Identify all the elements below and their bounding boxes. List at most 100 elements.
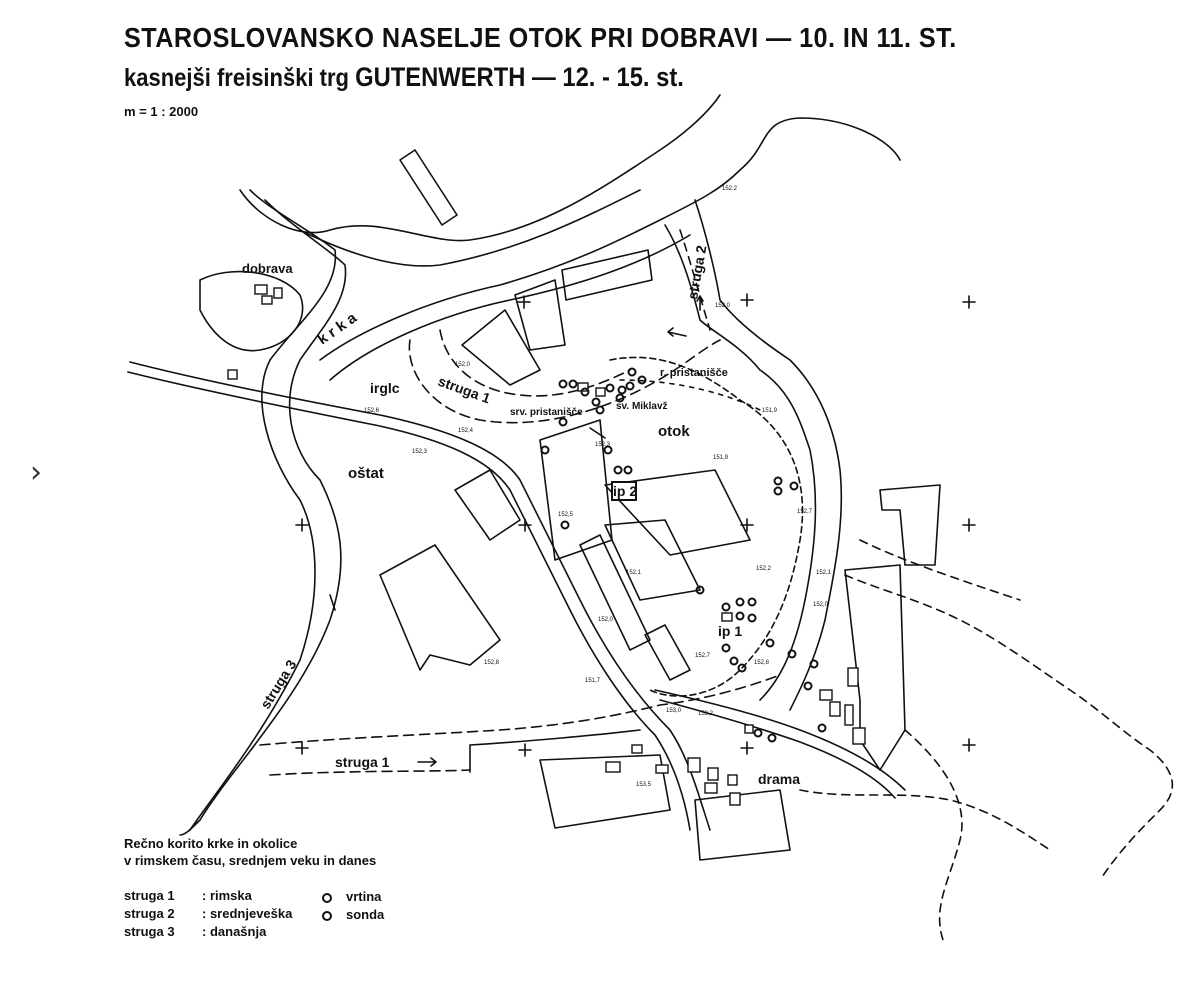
elevation-label: 153,0 (666, 708, 682, 714)
elevation-label: 152,2 (722, 186, 738, 192)
road-east-2 (659, 699, 896, 799)
field-center-2 (604, 519, 701, 601)
sonda-marker (568, 379, 578, 389)
sonda-marker (558, 417, 568, 427)
krka-river-bank-outer (239, 94, 721, 242)
label-otok: otok (658, 423, 690, 440)
struga1-road (469, 729, 641, 746)
sonda-marker (615, 393, 625, 403)
flow-arrow (417, 757, 437, 767)
nav-next-arrow[interactable]: › (30, 455, 42, 490)
elevation-label: 152,3 (412, 449, 428, 455)
road-main (129, 361, 711, 831)
sonda-marker (765, 638, 775, 648)
vrtina-marker (747, 613, 757, 623)
legend-key: struga 2 (124, 906, 175, 921)
building (844, 704, 854, 726)
survey-cross (740, 293, 754, 307)
elevation-label: 151,9 (762, 408, 778, 414)
field-large (379, 544, 501, 671)
legend-symbol-label: vrtina (346, 889, 382, 904)
building (729, 792, 741, 806)
sonda-marker (753, 728, 763, 738)
double-circle-icon (322, 892, 332, 903)
vrtina-marker (787, 649, 797, 659)
building (727, 774, 738, 786)
label-r-pristanisce: r. pristanišče (660, 367, 728, 379)
survey-cross (740, 741, 754, 755)
sonda-marker (625, 381, 635, 391)
label-irglc: irglc (370, 380, 400, 396)
elevation-label: 152,1 (816, 570, 832, 576)
label-drama: drama (758, 771, 800, 787)
krka-river-bank-inner-2 (189, 189, 337, 831)
building (273, 287, 283, 299)
survey-cross (962, 518, 976, 532)
field-east-strip (879, 484, 941, 566)
building (707, 767, 719, 781)
sonda-marker (580, 387, 590, 397)
sonda-marker (617, 385, 627, 395)
flow-arrow (329, 594, 336, 611)
building (744, 724, 754, 734)
legend-symbol-vrtina: vrtina (322, 889, 381, 904)
elevation-label: 152,8 (484, 660, 500, 666)
elevation-label: 152,7 (797, 509, 813, 515)
legend-items: struga 1: rimska struga 2: srednjeveška … (124, 887, 330, 941)
survey-cross (962, 738, 976, 752)
map-subtitle: kasnejši freisinški trg GUTENWERTH — 12.… (124, 62, 684, 93)
label-ip2: ip 2 (613, 483, 637, 499)
label-sv-miklavz: sv. Miklavž (616, 401, 668, 412)
building (254, 284, 268, 295)
vrtina-marker (735, 611, 745, 621)
sonda-marker (603, 445, 613, 455)
struga1-lower-bank-north (259, 674, 781, 746)
field-center (604, 469, 751, 556)
sonda-marker (803, 681, 813, 691)
map-title: STAROSLOVANSKO NASELJE OTOK PRI DOBRAVI … (124, 22, 957, 53)
legend-value: današnja (209, 924, 267, 939)
sonda-marker (627, 367, 637, 377)
otok-outline (609, 356, 804, 697)
label-struga1-lower: struga 1 (335, 754, 390, 770)
vrtina-marker (721, 602, 731, 612)
eastern-stream (844, 574, 1174, 881)
sonda-marker (558, 379, 568, 389)
elevation-label: 152,3 (595, 442, 611, 448)
label-krka: k r k a (315, 309, 361, 348)
sonda-marker (809, 659, 819, 669)
elevation-label: 152,8 (754, 660, 770, 666)
label-struga3: struga 3 (257, 657, 300, 712)
eastern-stream-3 (799, 789, 1051, 851)
building (631, 744, 643, 754)
building (687, 757, 701, 773)
label-ip1: ip 1 (718, 623, 742, 639)
vrtina-marker (623, 465, 633, 475)
river-bank-north (319, 117, 901, 361)
struga1-lower-bank-south (269, 769, 471, 776)
survey-cross (295, 741, 309, 755)
legend-row: struga 1: rimska (124, 887, 330, 905)
legend-value: rimska (209, 888, 252, 903)
building (611, 481, 637, 501)
sonda-marker (595, 405, 605, 415)
label-struga2: struga 2 (684, 244, 709, 301)
dobrava-outline (199, 270, 304, 352)
survey-cross (962, 295, 976, 309)
building (261, 295, 273, 305)
legend-value: srednjeveška (209, 906, 293, 921)
building (595, 387, 606, 397)
struga2-dash (679, 229, 711, 331)
building (819, 689, 833, 701)
elevation-label: 152,0 (813, 602, 829, 608)
eastern-stream-2 (904, 729, 963, 946)
elevation-label: 152,4 (458, 428, 474, 434)
sonda-marker (695, 585, 705, 595)
legend-row: struga 2: srednjeveška (124, 905, 330, 923)
road-east (654, 689, 906, 791)
field-lower (644, 624, 691, 681)
eastern-stream-4 (859, 539, 1021, 601)
elevation-label: 152,7 (695, 653, 711, 659)
building (847, 667, 859, 687)
